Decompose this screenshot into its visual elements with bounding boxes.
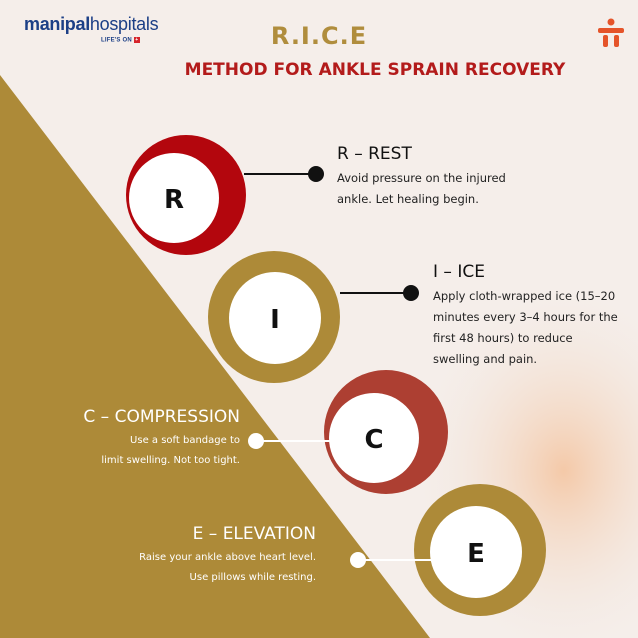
brand-tagline: LIFE'S ON + [101,37,140,44]
step-compression: C – COMPRESSION Use a soft bandage to li… [40,407,240,471]
step-ice: I – ICE Apply cloth-wrapped ice (15–20 m… [433,262,633,370]
page-title: R.I.C.E [270,22,368,50]
step-description: Use a soft bandage to limit swelling. No… [101,435,240,466]
step-heading: I – ICE [433,262,485,282]
letter-c: C [364,425,383,455]
step-heading: E – ELEVATION [192,524,316,544]
brand-name-bold: manipal [24,14,90,34]
letter-i: I [270,305,280,335]
letter-e: E [467,539,485,569]
step-description: Avoid pressure on the injured ankle. Let… [337,171,506,206]
step-rest: R – REST Avoid pressure on the injured a… [337,144,617,210]
step-description: Apply cloth-wrapped ice (15–20 minutes e… [433,289,618,366]
step-heading: R – REST [337,144,412,164]
letter-r: R [164,185,184,215]
brand-name-regular: hospitals [89,14,159,34]
connector-dot-c [248,433,264,449]
step-heading: C – COMPRESSION [83,407,240,427]
brand-emblem-icon [598,18,624,47]
step-description: Raise your ankle above heart level. Use … [139,552,316,583]
plus-icon: + [133,37,140,43]
connector-dot-i [403,285,419,301]
connector-dot-e [350,552,366,568]
brand-logo: manipalhospitals [24,14,159,35]
connector-dot-r [308,166,324,182]
step-elevation: E – ELEVATION Raise your ankle above hea… [100,524,316,588]
gold-diagonal [0,75,430,638]
page-subtitle: METHOD FOR ANKLE SPRAIN RECOVERY [184,60,566,80]
